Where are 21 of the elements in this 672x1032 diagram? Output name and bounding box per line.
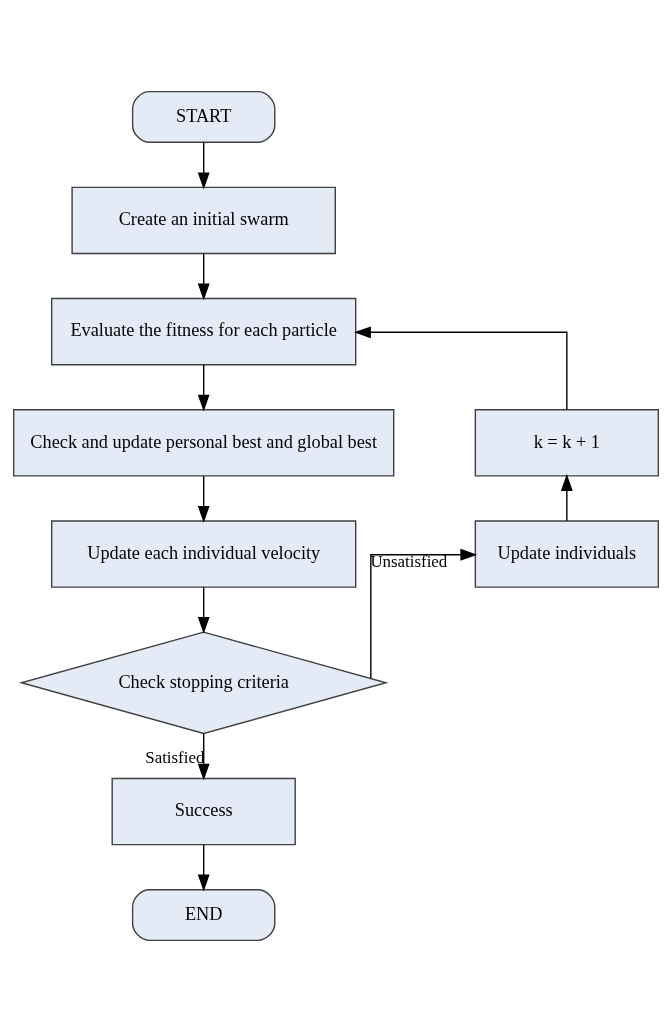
arrow: [197, 141, 210, 190]
arrow: [370, 548, 478, 680]
arrow: [197, 586, 210, 634]
node-diamond: Check stopping criteria: [18, 631, 389, 735]
arrow: [197, 475, 210, 523]
node-box: Success: [111, 777, 296, 846]
arrow: [197, 364, 210, 412]
edge-label: Satisfied: [145, 747, 205, 767]
arrow: [197, 253, 210, 301]
node-box: Create an initial swarm: [71, 186, 336, 255]
edge-label: Unsatisfied: [370, 551, 448, 571]
node-box: k = k + 1: [474, 409, 660, 477]
node-box: Update each individual velocity: [50, 520, 357, 588]
node-box: Update individuals: [474, 520, 660, 588]
arrow: [560, 474, 573, 522]
arrow: [197, 844, 210, 892]
arrow: [353, 326, 568, 411]
node-box: START: [131, 90, 276, 143]
node-box: Check and update personal best and global best: [12, 409, 395, 477]
node-box: END: [131, 889, 276, 942]
node-box: Evaluate the fitness for each particle: [50, 297, 357, 366]
